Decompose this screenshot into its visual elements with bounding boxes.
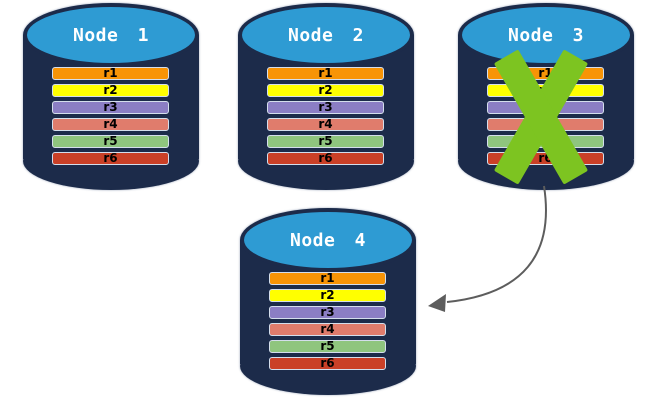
replica-rows: r1 r2 r3 r4 r5 r6 (52, 67, 169, 165)
replica-row-r3: r3 (269, 306, 386, 319)
node-title: Node 4 (289, 230, 367, 251)
node-title: Node 2 (287, 25, 365, 46)
replica-row-r1: r1 (269, 272, 386, 285)
node-3: Node 3 r1 r2 r3 r4 r5 r6 (458, 3, 634, 190)
replica-row-r6: r6 (267, 152, 384, 165)
replica-row-r4: r4 (267, 118, 384, 131)
node-title: Node 3 (507, 25, 585, 46)
replica-row-r6: r6 (52, 152, 169, 165)
replica-row-r5: r5 (267, 135, 384, 148)
replica-row-r3: r3 (267, 101, 384, 114)
replica-row-r2: r2 (267, 84, 384, 97)
replica-row-r6: r6 (269, 357, 386, 370)
replica-rows: r1 r2 r3 r4 r5 r6 (269, 272, 386, 370)
node-1: Node 1 r1 r2 r3 r4 r5 r6 (23, 3, 199, 190)
replica-row-r4: r4 (52, 118, 169, 131)
replica-row-r2: r2 (269, 289, 386, 302)
cylinder-top: Node 1 (23, 3, 199, 67)
node-title: Node 1 (72, 25, 150, 46)
replica-row-r5: r5 (52, 135, 169, 148)
cylinder-top: Node 2 (238, 3, 414, 67)
cylinder-top: Node 4 (240, 208, 416, 272)
replica-row-r1: r1 (267, 67, 384, 80)
node-4: Node 4 r1 r2 r3 r4 r5 r6 (240, 208, 416, 395)
replica-row-r3: r3 (52, 101, 169, 114)
arrow-curve (446, 185, 547, 303)
replica-row-r2: r2 (52, 84, 169, 97)
replica-row-r1: r1 (52, 67, 169, 80)
replica-rows: r1 r2 r3 r4 r5 r6 (267, 67, 384, 165)
replica-row-r5: r5 (269, 340, 386, 353)
node-2: Node 2 r1 r2 r3 r4 r5 r6 (238, 3, 414, 190)
cylinder-top: Node 3 (458, 3, 634, 67)
replica-row-r4: r4 (269, 323, 386, 336)
arrowhead-icon (428, 294, 446, 312)
